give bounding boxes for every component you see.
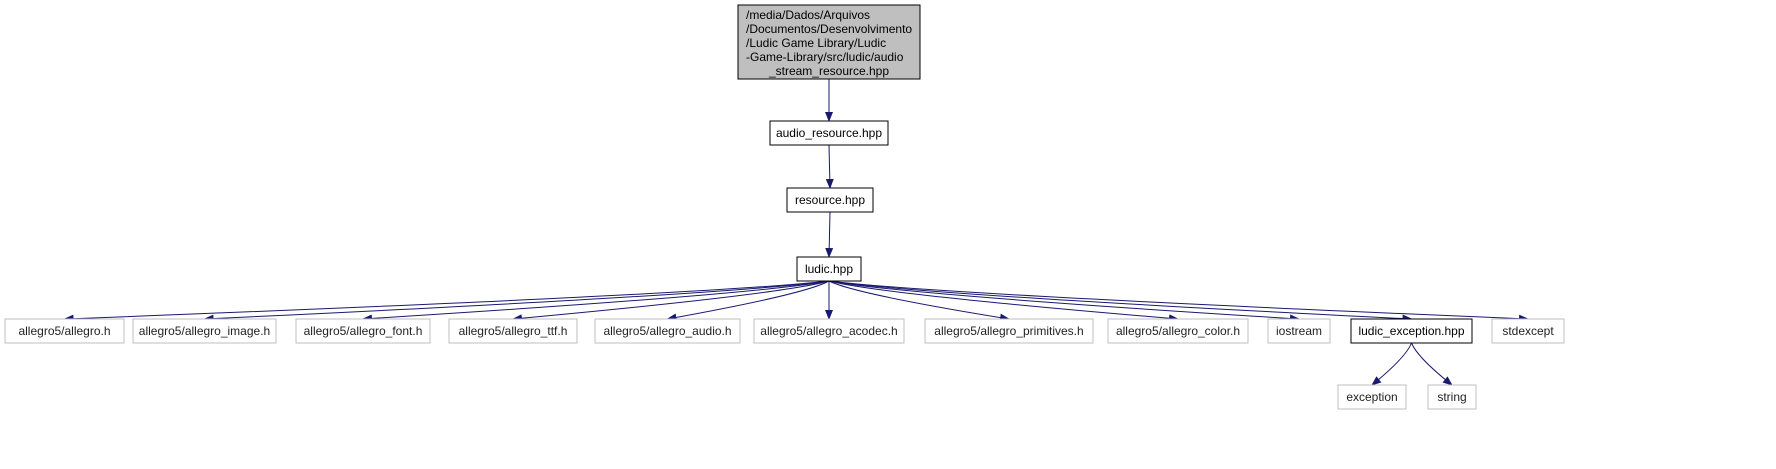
node-allegro_image-box	[132, 318, 277, 344]
node-allegro_acodec-box	[753, 318, 905, 344]
node-allegro_font-label: allegro5/allegro_font.h	[304, 324, 423, 338]
node-exception: exception	[1337, 384, 1407, 410]
edge-ludic-to-allegro_audio	[666, 280, 830, 322]
edge-layer	[63, 79, 1529, 386]
edge-ludic_exception-to-exception	[1371, 342, 1412, 386]
node-allegro_color-box	[1107, 318, 1249, 344]
node-root-box	[737, 4, 921, 80]
node-allegro_color-label: allegro5/allegro_color.h	[1116, 324, 1240, 338]
node-layer: /media/Dados/Arquivos/Documentos/Desenvo…	[4, 4, 1565, 410]
node-ludic-label: ludic.hpp	[805, 262, 853, 276]
node-allegro_audio-box	[594, 318, 741, 344]
node-stdexcept-box	[1491, 318, 1565, 344]
node-allegro_image: allegro5/allegro_image.h	[132, 318, 277, 344]
node-audio_resource-box	[769, 120, 889, 146]
node-iostream: iostream	[1267, 318, 1331, 344]
node-allegro_ttf-label: allegro5/allegro_ttf.h	[459, 324, 568, 338]
node-root-label-line-2: /Ludic Game Library/Ludic	[746, 36, 886, 50]
node-allegro_primitives-box	[924, 318, 1094, 344]
edge-resource-to-ludic	[825, 211, 834, 258]
node-audio_resource-label: audio_resource.hpp	[776, 126, 882, 140]
node-iostream-label: iostream	[1276, 324, 1322, 338]
node-allegro_ttf-box	[448, 318, 578, 344]
node-allegro_ttf: allegro5/allegro_ttf.h	[448, 318, 578, 344]
edge-ludic-to-allegro_primitives	[828, 280, 1010, 322]
node-resource-label: resource.hpp	[795, 193, 865, 207]
node-ludic_exception-label: ludic_exception.hpp	[1358, 324, 1464, 338]
edge-ludic-to-allegro_color	[828, 280, 1179, 323]
node-ludic-box	[796, 256, 862, 282]
node-allegro_primitives: allegro5/allegro_primitives.h	[924, 318, 1094, 344]
node-allegro-box	[4, 318, 125, 344]
node-allegro_audio: allegro5/allegro_audio.h	[594, 318, 741, 344]
node-ludic_exception: ludic_exception.hpp	[1350, 318, 1473, 344]
node-allegro_primitives-label: allegro5/allegro_primitives.h	[934, 324, 1083, 338]
node-root-label-line-0: /media/Dados/Arquivos	[746, 8, 870, 22]
edge-ludic-to-allegro_ttf	[512, 280, 830, 323]
node-stdexcept-label: stdexcept	[1502, 324, 1554, 338]
edge-ludic_exception-to-string	[1411, 342, 1453, 386]
node-resource-box	[786, 187, 874, 213]
node-iostream-box	[1267, 318, 1331, 344]
edge-ludic-to-allegro_font	[362, 280, 830, 323]
edge-ludic-to-allegro	[63, 280, 830, 323]
node-allegro-label: allegro5/allegro.h	[18, 324, 110, 338]
edge-ludic-to-ludic_exception	[828, 280, 1413, 323]
node-allegro_font-box	[295, 318, 431, 344]
node-string: string	[1427, 384, 1477, 410]
node-ludic: ludic.hpp	[796, 256, 862, 282]
edge-ludic-to-iostream	[828, 280, 1300, 323]
edge-audio_resource-to-resource	[825, 144, 834, 189]
node-string-label: string	[1437, 390, 1466, 404]
node-allegro_image-label: allegro5/allegro_image.h	[139, 324, 270, 338]
node-stdexcept: stdexcept	[1491, 318, 1565, 344]
node-allegro_acodec-label: allegro5/allegro_acodec.h	[760, 324, 897, 338]
node-allegro_audio-label: allegro5/allegro_audio.h	[603, 324, 731, 338]
node-ludic_exception-box	[1350, 318, 1473, 344]
edge-ludic-to-allegro_image	[203, 280, 830, 323]
node-audio_resource: audio_resource.hpp	[769, 120, 889, 146]
node-root-label-line-3: -Game-Library/src/ludic/audio	[746, 50, 904, 64]
node-allegro: allegro5/allegro.h	[4, 318, 125, 344]
node-root-label-line-4: _stream_resource.hpp	[768, 64, 889, 78]
node-root: /media/Dados/Arquivos/Documentos/Desenvo…	[737, 4, 921, 80]
node-exception-label: exception	[1346, 390, 1397, 404]
node-string-box	[1427, 384, 1477, 410]
node-allegro_acodec: allegro5/allegro_acodec.h	[753, 318, 905, 344]
node-root-label-line-1: /Documentos/Desenvolvimento	[746, 22, 912, 36]
edge-ludic-to-stdexcept	[828, 280, 1529, 323]
node-allegro_color: allegro5/allegro_color.h	[1107, 318, 1249, 344]
node-resource: resource.hpp	[786, 187, 874, 213]
node-exception-box	[1337, 384, 1407, 410]
node-allegro_font: allegro5/allegro_font.h	[295, 318, 431, 344]
